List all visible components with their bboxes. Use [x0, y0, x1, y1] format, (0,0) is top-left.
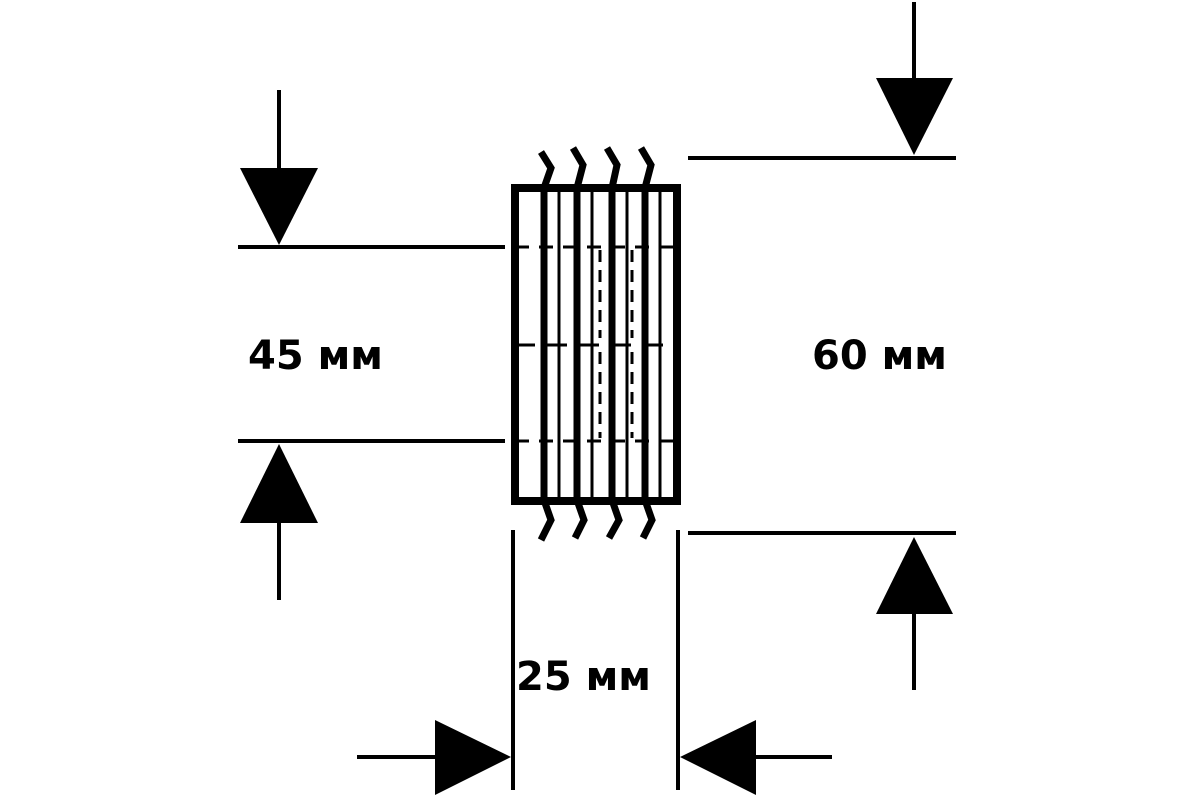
blade-2	[569, 146, 588, 540]
arrow-up-icon	[240, 444, 318, 523]
width-label: 25 мм	[516, 654, 651, 700]
outer-diameter-label: 60 мм	[812, 333, 947, 379]
inner-diameter-label: 45 мм	[248, 333, 383, 379]
arrow-down-icon	[240, 168, 318, 245]
blade-edges	[557, 190, 662, 500]
cutter-body	[511, 146, 681, 542]
blade-4	[637, 146, 656, 540]
hidden-bore-walls	[598, 250, 634, 438]
blade-group	[537, 146, 656, 542]
dimension-width	[357, 530, 832, 795]
arrow-right-icon	[435, 720, 511, 795]
dimension-outer-diameter	[688, 2, 956, 690]
dimension-inner-diameter	[238, 90, 505, 600]
blade-1	[537, 150, 555, 542]
arrow-up-icon	[876, 537, 953, 614]
arrow-down-icon	[876, 78, 953, 155]
arrow-left-icon	[680, 720, 756, 795]
blade-3	[603, 146, 623, 540]
